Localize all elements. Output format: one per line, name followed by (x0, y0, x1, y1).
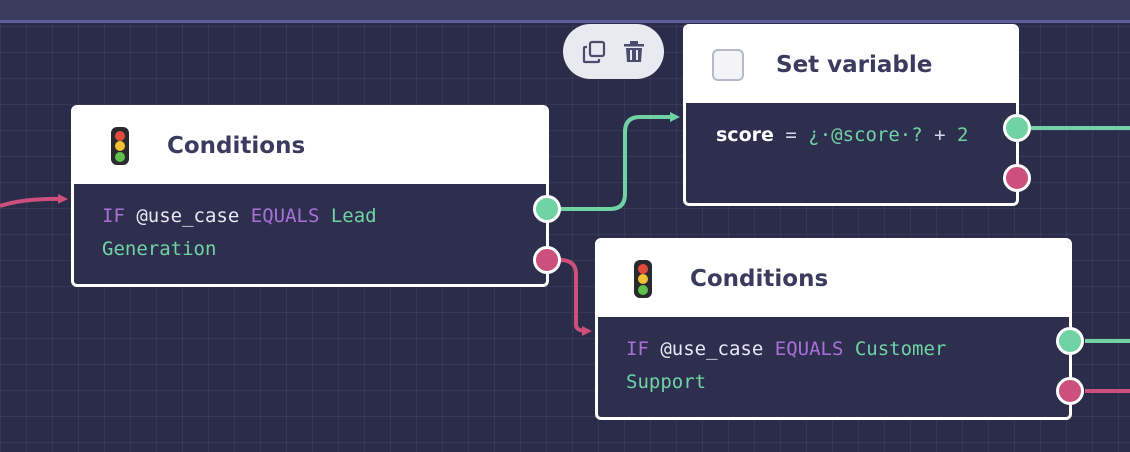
keyword-if: IF (102, 205, 125, 227)
conditions-1-success-port[interactable] (533, 195, 561, 223)
node-condition-expression: IF @use_case EQUALS Lead Generation (74, 184, 546, 266)
trash-icon[interactable] (621, 39, 647, 65)
conditions-2-success-port[interactable] (1056, 327, 1084, 355)
node-condition-expression: IF @use_case EQUALS Customer Support (598, 317, 1069, 399)
set-variable-success-port[interactable] (1003, 114, 1031, 142)
condition-value-cont: Generation (102, 238, 217, 260)
node-header: Conditions (74, 108, 546, 184)
condition-value: Customer (854, 338, 947, 360)
condition-variable: @use_case (136, 205, 240, 227)
target-variable: score (716, 124, 774, 146)
duplicate-icon[interactable] (581, 39, 607, 65)
node-header: Conditions (598, 241, 1069, 317)
keyword-if: IF (626, 338, 649, 360)
traffic-light-icon (111, 127, 129, 165)
set-variable-failure-port[interactable] (1003, 164, 1031, 192)
conditions-node-2[interactable]: Conditions IF @use_case EQUALS Customer … (595, 238, 1072, 420)
set-variable-expression: score = ¿·@score·? + 2 (686, 103, 1016, 152)
edge-conditions1-success[interactable] (560, 112, 680, 211)
conditions-1-failure-port[interactable] (533, 246, 561, 274)
node-header: Set variable (686, 27, 1016, 103)
node-title: Conditions (690, 266, 829, 292)
node-title: Conditions (167, 133, 306, 159)
condition-value-cont: Support (626, 371, 707, 393)
conditions-2-failure-port[interactable] (1056, 377, 1084, 405)
conditions-node-1[interactable]: Conditions IF @use_case EQUALS Lead Gene… (71, 105, 549, 287)
checkbox-icon (712, 49, 744, 81)
condition-value: Lead (330, 205, 377, 227)
plus-operator: + (934, 124, 946, 146)
condition-variable: @use_case (660, 338, 764, 360)
node-title: Set variable (776, 52, 933, 78)
edge-incoming[interactable] (0, 193, 68, 208)
set-variable-node[interactable]: Set variable score = ¿·@score·? + 2 (683, 24, 1019, 206)
traffic-light-icon (634, 260, 652, 298)
top-bar (0, 0, 1130, 23)
node-toolbar (563, 24, 664, 79)
edge-conditions1-failure[interactable] (559, 258, 592, 336)
keyword-equals: EQUALS (250, 205, 320, 227)
assign-operator: = (785, 124, 797, 146)
template-variable: ¿·@score·? (808, 124, 923, 146)
keyword-equals: EQUALS (774, 338, 844, 360)
number-value: 2 (957, 124, 969, 146)
